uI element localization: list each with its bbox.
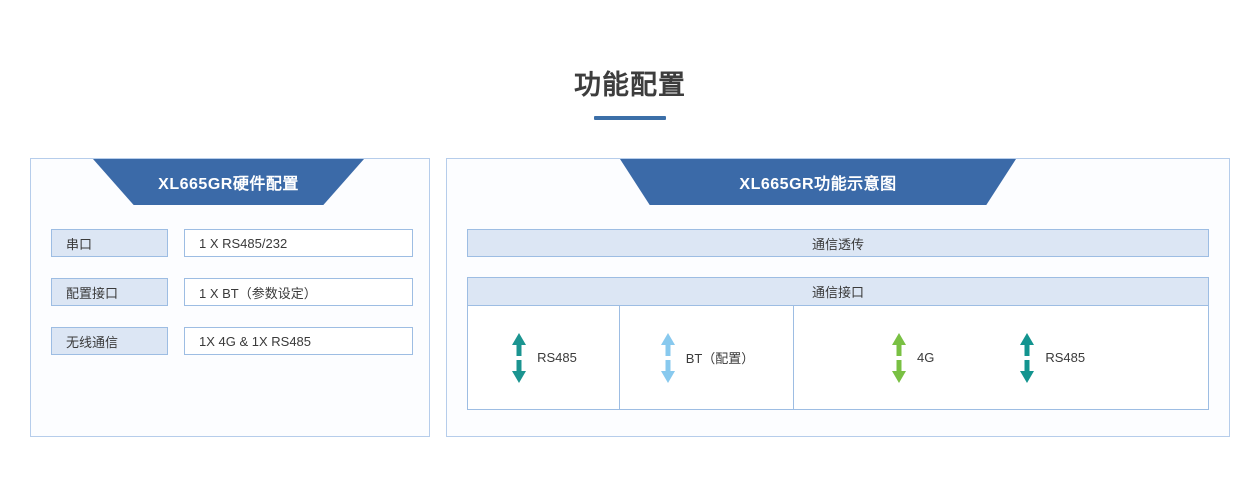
port-arrow-item: BT（配置） <box>659 332 755 384</box>
page-title: 功能配置 <box>574 70 686 100</box>
function-diagram-banner-title: XL665GR功能示意图 <box>739 176 897 193</box>
port-arrow-item: RS485 <box>510 332 577 384</box>
function-diagram-card: XL665GR功能示意图 通信透传 通信接口 RS485 <box>446 158 1230 437</box>
table-row: 无线通信 1X 4G & 1X RS485 <box>51 327 413 355</box>
double-arrow-vertical-icon <box>512 332 527 383</box>
spec-label: 配置接口 <box>51 278 168 306</box>
table-row: 串口 1 X RS485/232 <box>51 229 413 257</box>
port-arrow-label: BT（配置） <box>685 351 755 366</box>
passthrough-bar: 通信透传 <box>467 229 1209 257</box>
double-arrow-vertical-icon <box>1020 332 1035 383</box>
spec-label: 串口 <box>51 229 168 257</box>
port-arrow-item: 4G <box>890 332 934 384</box>
port-arrow-label: RS485 <box>1045 350 1086 365</box>
double-arrow-vertical-icon <box>892 332 906 383</box>
function-diagram-banner: XL665GR功能示意图 <box>620 159 1016 205</box>
port-cell-rs485: RS485 <box>468 306 620 409</box>
communication-port-header: 通信接口 <box>468 278 1208 306</box>
communication-port-block: 通信接口 RS485 <box>467 277 1209 410</box>
title-underline <box>594 116 666 120</box>
spec-label: 无线通信 <box>51 327 168 355</box>
port-arrow-label: RS485 <box>537 350 577 365</box>
double-arrow-vertical-icon <box>660 332 675 383</box>
spec-value: 1X 4G & 1X RS485 <box>184 327 413 355</box>
port-cell-wireless: 4G RS485 <box>794 306 1208 409</box>
hardware-config-banner: XL665GR硬件配置 <box>93 159 364 205</box>
spec-value: 1 X BT（参数设定） <box>184 278 413 306</box>
spec-value: 1 X RS485/232 <box>184 229 413 257</box>
hardware-spec-list: 串口 1 X RS485/232 配置接口 1 X BT（参数设定） 无线通信 … <box>51 229 413 376</box>
table-row: 配置接口 1 X BT（参数设定） <box>51 278 413 306</box>
hardware-config-banner-title: XL665GR硬件配置 <box>158 176 299 193</box>
communication-port-cells: RS485 BT（配置） <box>468 306 1208 409</box>
function-diagram: 通信透传 通信接口 RS485 <box>467 229 1209 410</box>
port-cell-bt: BT（配置） <box>620 306 794 409</box>
hardware-config-card: XL665GR硬件配置 串口 1 X RS485/232 配置接口 1 X BT… <box>30 158 430 437</box>
port-arrow-item: RS485 <box>1018 332 1085 384</box>
port-arrow-label: 4G <box>917 350 935 365</box>
page-header: 功能配置 <box>0 68 1260 120</box>
